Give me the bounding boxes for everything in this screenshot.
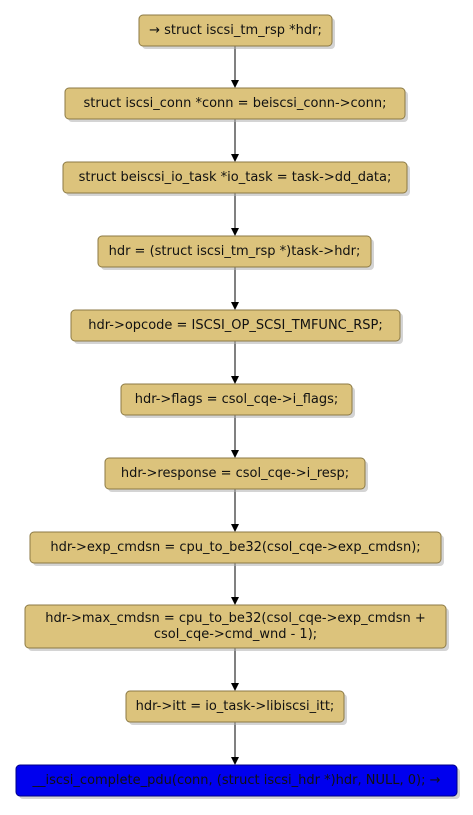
node-label: hdr->flags = csol_cqe->i_flags; xyxy=(135,392,339,407)
node-label: hdr->max_cmdsn = cpu_to_be32(csol_cqe->e… xyxy=(45,611,425,626)
flow-arrow xyxy=(231,46,239,88)
flow-arrow xyxy=(231,563,239,605)
flow-node: struct beiscsi_io_task *io_task = task->… xyxy=(62,161,410,196)
flow-arrow xyxy=(231,489,239,532)
node-box xyxy=(24,604,447,649)
flow-node: hdr->opcode = ISCSI_OP_SCSI_TMFUNC_RSP; xyxy=(70,309,403,344)
arrow-head xyxy=(231,302,239,310)
flow-node: hdr = (struct iscsi_tm_rsp *)task->hdr; xyxy=(97,235,374,270)
arrow-head xyxy=(231,80,239,88)
flow-arrow xyxy=(231,193,239,236)
node-label: hdr->itt = io_task->libiscsi_itt; xyxy=(136,699,335,714)
node-box xyxy=(104,457,366,490)
node-label: hdr->response = csol_cqe->i_resp; xyxy=(121,466,349,481)
arrow-head xyxy=(231,524,239,532)
nodes-layer: → struct iscsi_tm_rsp *hdr; struct iscsi_… xyxy=(15,14,460,799)
flow-node: → struct iscsi_tm_rsp *hdr; xyxy=(138,14,335,49)
flow-node: hdr->itt = io_task->libiscsi_itt; xyxy=(125,690,347,725)
node-box xyxy=(70,309,401,342)
flow-arrow xyxy=(231,341,239,384)
flow-node: hdr->flags = csol_cqe->i_flags; xyxy=(120,383,355,418)
arrow-head xyxy=(231,450,239,458)
node-box xyxy=(62,161,408,194)
arrow-head xyxy=(231,683,239,691)
flow-arrow xyxy=(231,119,239,162)
arrow-head xyxy=(231,228,239,236)
arrow-head xyxy=(231,154,239,162)
node-label: → struct iscsi_tm_rsp *hdr; xyxy=(149,23,322,38)
flow-node: hdr->exp_cmdsn = cpu_to_be32(csol_cqe->e… xyxy=(29,531,444,566)
edges-layer xyxy=(231,46,239,765)
node-box xyxy=(120,383,353,416)
node-label: hdr->exp_cmdsn = cpu_to_be32(csol_cqe->e… xyxy=(50,540,420,555)
flow-arrow xyxy=(231,722,239,765)
flow-node: struct iscsi_conn *conn = beiscsi_conn->… xyxy=(64,87,408,122)
node-box xyxy=(125,690,345,723)
flow-node-final: __iscsi_complete_pdu(conn, (struct iscsi… xyxy=(15,764,460,799)
arrow-head xyxy=(231,757,239,765)
node-box xyxy=(29,531,442,564)
flow-node: hdr->response = csol_cqe->i_resp; xyxy=(104,457,368,492)
flow-arrow xyxy=(231,415,239,458)
node-label: hdr = (struct iscsi_tm_rsp *)task->hdr; xyxy=(109,244,361,259)
node-label: hdr->opcode = ISCSI_OP_SCSI_TMFUNC_RSP; xyxy=(88,318,383,333)
flow-node: hdr->max_cmdsn = cpu_to_be32(csol_cqe->e… xyxy=(24,604,449,651)
node-box xyxy=(64,87,406,120)
node-label: csol_cqe->cmd_wnd - 1); xyxy=(154,627,317,642)
node-label: struct iscsi_conn *conn = beiscsi_conn->… xyxy=(84,96,387,111)
node-box xyxy=(138,14,333,47)
node-box xyxy=(97,235,372,268)
arrow-head xyxy=(231,376,239,384)
node-box xyxy=(15,764,458,797)
flow-arrow xyxy=(231,267,239,310)
flow-arrow xyxy=(231,648,239,691)
arrow-head xyxy=(231,597,239,605)
node-label: struct beiscsi_io_task *io_task = task->… xyxy=(79,170,392,185)
node-label: __iscsi_complete_pdu(conn, (struct iscsi… xyxy=(32,773,441,788)
